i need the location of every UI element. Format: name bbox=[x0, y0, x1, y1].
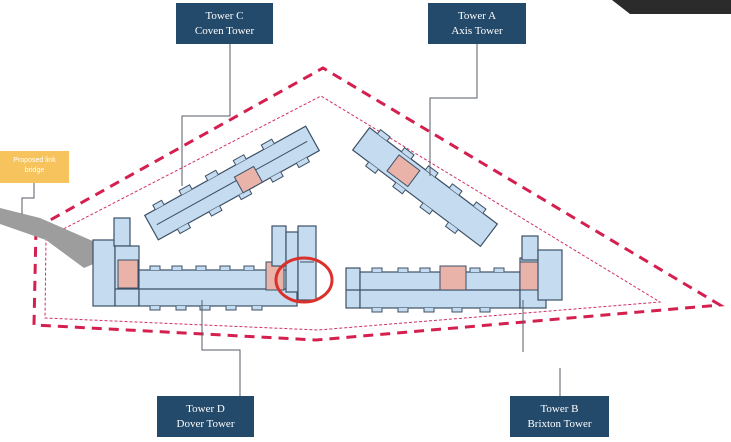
tower-b-subtitle: Brixton Tower bbox=[527, 418, 592, 430]
tower-c-name: Tower C bbox=[205, 10, 244, 22]
tower-b-name: Tower B bbox=[540, 403, 579, 415]
tower-c-label: Tower C Coven Tower bbox=[176, 3, 273, 44]
site-boundary-inner bbox=[44, 95, 662, 331]
tower-a-subtitle: Axis Tower bbox=[451, 25, 503, 37]
highlight-circle bbox=[274, 256, 334, 304]
tower-d-building bbox=[92, 217, 317, 311]
leader-tower-a bbox=[429, 40, 478, 176]
tower-c-subtitle: Coven Tower bbox=[194, 25, 255, 37]
leader-tower-d bbox=[201, 300, 241, 396]
tower-d-name: Tower D bbox=[186, 403, 225, 415]
tower-b-building bbox=[345, 235, 563, 313]
leader-lines bbox=[21, 40, 561, 396]
tower-c-building bbox=[143, 125, 321, 241]
proposed-label-line2: bridge bbox=[24, 167, 45, 174]
proposed-link-bridge-label: Proposed link bridge bbox=[0, 151, 69, 183]
proposed-label-line1: Proposed link bbox=[13, 157, 56, 164]
tower-d-subtitle: Dover Tower bbox=[176, 418, 235, 430]
tower-a-building bbox=[351, 126, 499, 248]
tower-b-label: Tower B Brixton Tower bbox=[510, 396, 609, 437]
tower-d-label: Tower D Dover Tower bbox=[157, 396, 254, 437]
leader-tower-c bbox=[181, 40, 231, 186]
tower-a-name: Tower A bbox=[457, 10, 497, 22]
leader-bridge bbox=[21, 183, 35, 214]
link-bridge bbox=[0, 208, 98, 268]
tower-a-label: Tower A Axis Tower bbox=[428, 3, 526, 44]
site-boundary-outer bbox=[32, 66, 725, 342]
corner-tab bbox=[612, 0, 731, 14]
